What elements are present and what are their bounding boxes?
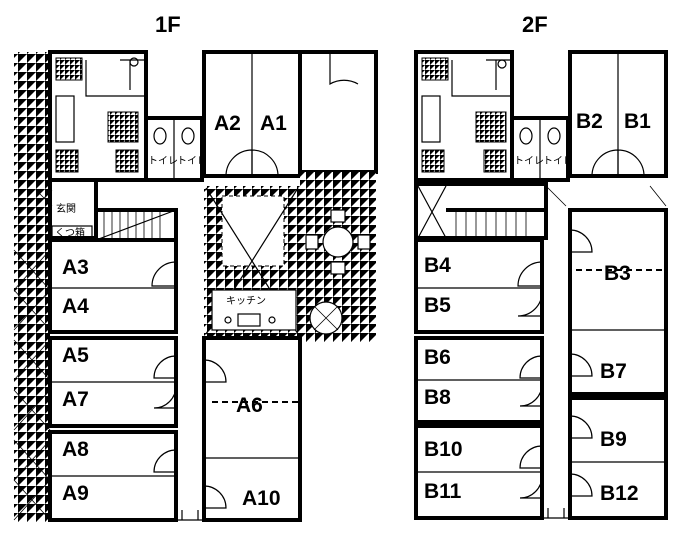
room-a4: A4 (62, 295, 89, 318)
room-b3: B3 (604, 262, 631, 285)
rooms-a1-a2: A2 A1 (202, 50, 302, 178)
room-b11: B11 (424, 480, 462, 503)
exterior-diagonals-1f (13, 249, 51, 521)
room-b6: B6 (424, 346, 451, 369)
floor-label-1f: 1F (155, 12, 181, 37)
entrance-label: 玄関 (56, 202, 76, 215)
rooms-a3-a4: A3 A4 (48, 238, 178, 334)
room-a2: A2 (214, 112, 241, 135)
corridor-2f (542, 508, 570, 519)
kitchen-hall-1f: キッチン (204, 186, 300, 336)
floor-label-2f: 2F (522, 12, 548, 37)
rooms-a5-a7: A5 A7 (48, 336, 178, 428)
floor-1f: 1F トイレ トイレ 玄関 くつ箱 (13, 12, 378, 522)
room-a10: A10 (242, 487, 281, 510)
room-a9: A9 (62, 482, 89, 505)
room-b10: B10 (424, 438, 463, 461)
bath-block-2f (414, 50, 514, 182)
room-b7: B7 (600, 360, 627, 383)
room-b9: B9 (600, 428, 627, 451)
room-b5: B5 (424, 294, 451, 317)
rooms-b4-b5: B4 B5 (414, 238, 544, 334)
room-b12: B12 (600, 482, 639, 505)
room-a5: A5 (62, 344, 89, 367)
room-b2: B2 (576, 110, 603, 133)
rooms-b1-b2: B2 B1 (545, 50, 668, 207)
dining-area-1f (298, 50, 378, 342)
rooms-a8-a9: A8 A9 (48, 430, 178, 522)
exterior-hatch-left-1f (14, 52, 50, 522)
room-b1: B1 (624, 110, 651, 133)
room-b8: B8 (424, 386, 451, 409)
toilet-label-2f-b: トイレ (543, 156, 573, 167)
toilets-2f: トイレ トイレ (510, 116, 573, 182)
toilets-1f: トイレ トイレ (144, 116, 207, 182)
toilet-label-2f-a: トイレ (514, 156, 544, 167)
corridor-1f (176, 510, 204, 521)
toilet-label-1f-b: トイレ (177, 156, 207, 167)
stair-1f (94, 208, 178, 242)
room-a7: A7 (62, 388, 89, 411)
rooms-a6-a10: A6 A10 (202, 336, 302, 522)
floor-2f: 2F トイレ トイレ (414, 12, 668, 520)
stair-2f (414, 182, 548, 240)
room-a6: A6 (236, 394, 263, 417)
room-b4: B4 (424, 254, 451, 277)
room-a8: A8 (62, 438, 89, 461)
room-a1: A1 (260, 112, 287, 135)
rooms-b9-b12: B9 B12 (568, 396, 668, 520)
room-a3: A3 (62, 256, 89, 279)
rooms-b3-b7: B3 B7 (568, 208, 668, 396)
rooms-b6-b8: B6 B8 (414, 336, 544, 424)
bath-block-1f (48, 50, 148, 182)
kitchen-label: キッチン (226, 295, 266, 307)
rooms-b10-b11: B10 B11 (414, 424, 544, 520)
toilet-label-1f-a: トイレ (148, 156, 178, 167)
shoe-box-label: くつ箱 (55, 226, 85, 239)
